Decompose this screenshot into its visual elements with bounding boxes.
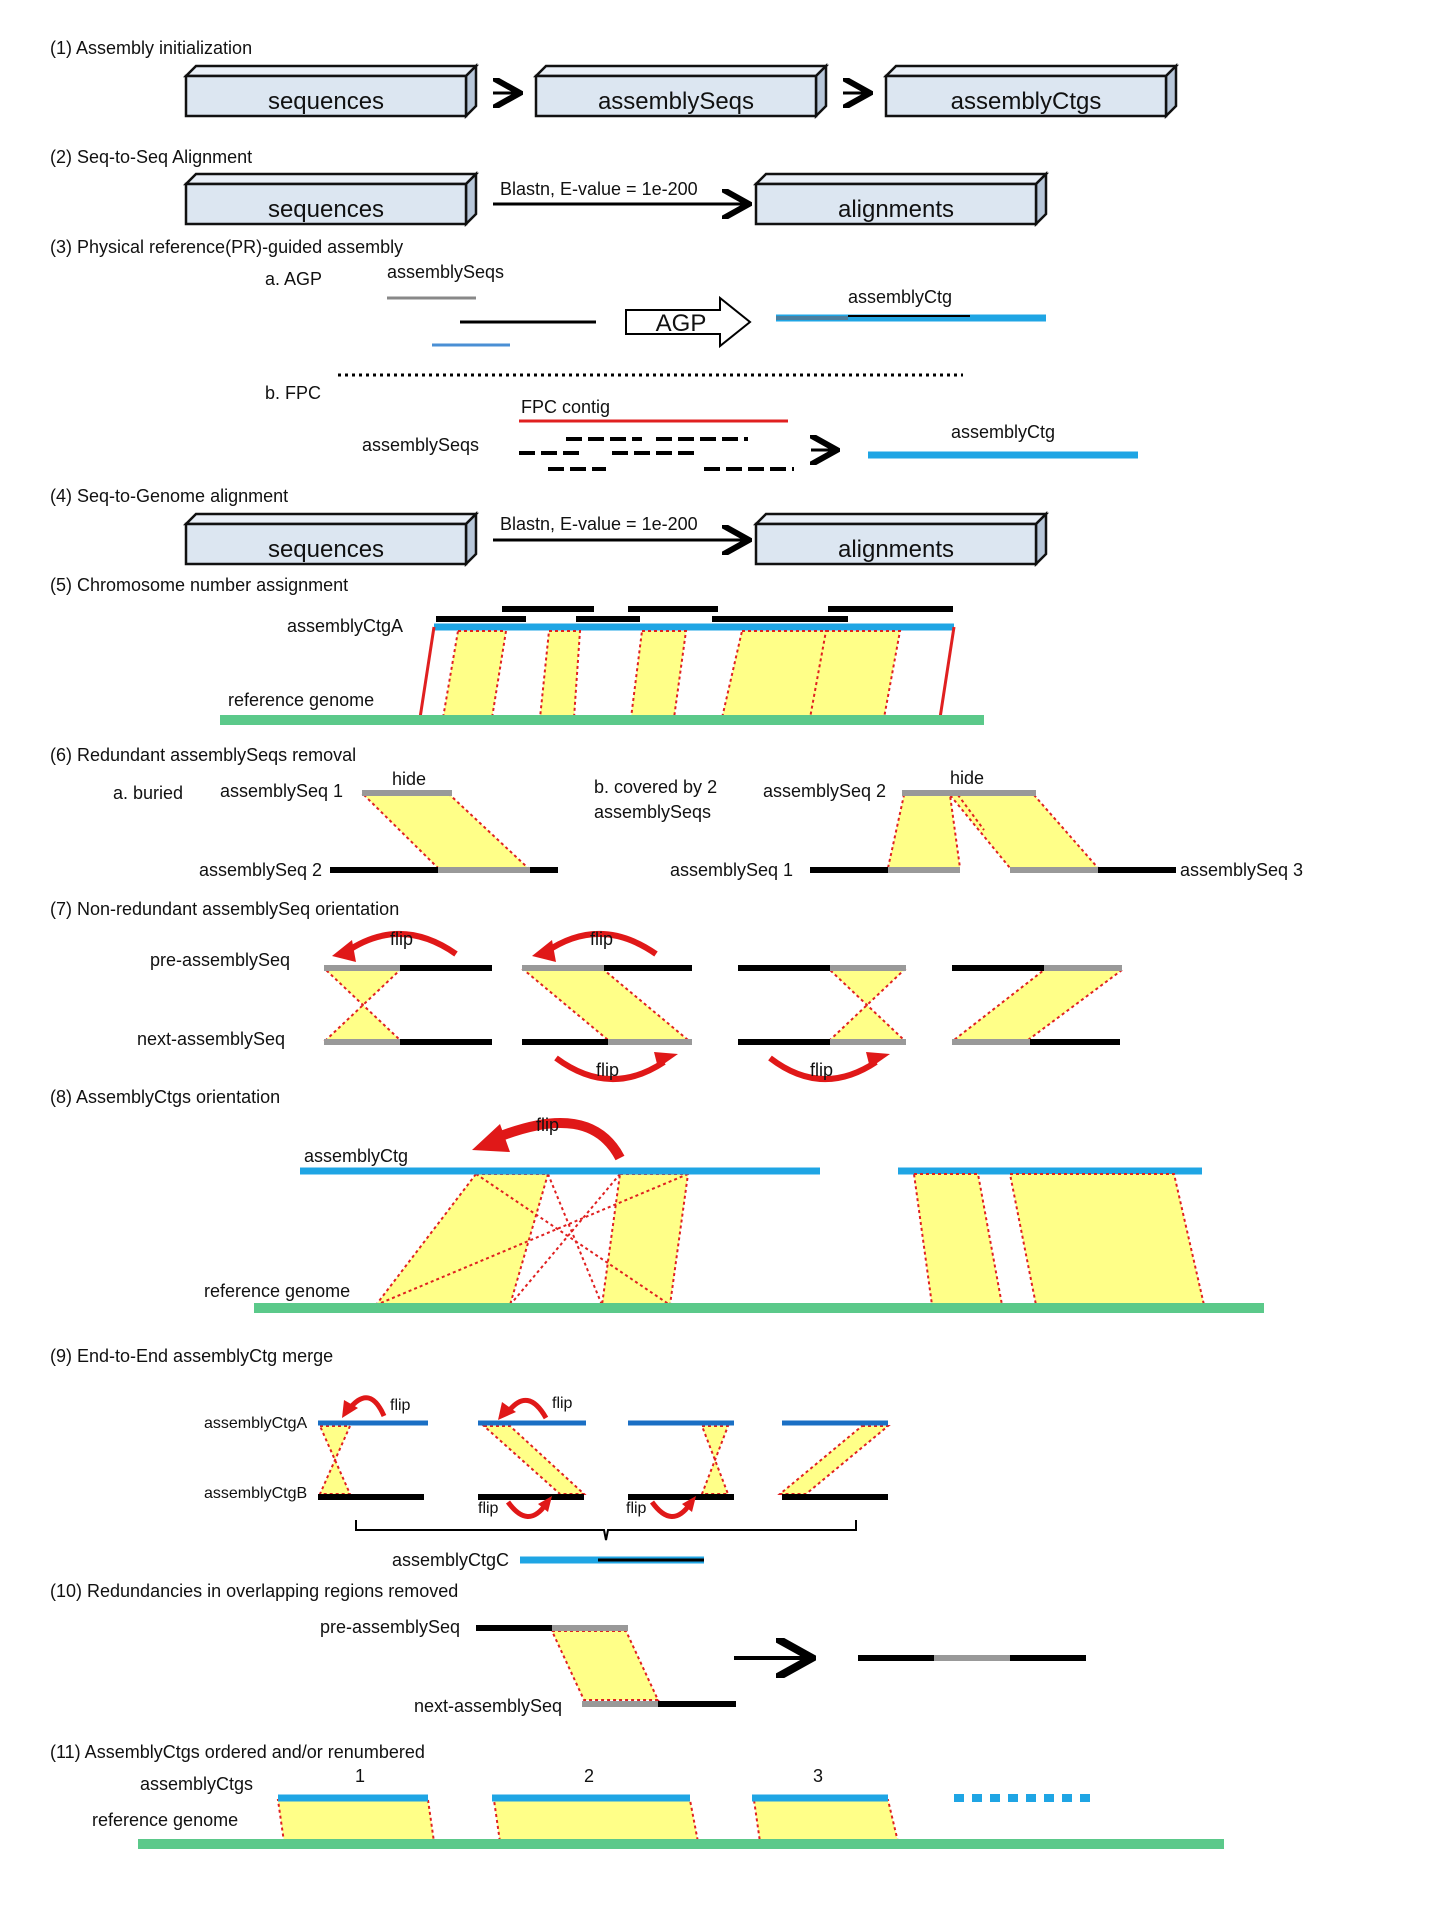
step11-title: (11) AssemblyCtgs ordered and/or renumbe… (50, 1742, 425, 1762)
assemblyseq1-label: assemblySeq 1 (220, 781, 343, 801)
next-assemblyseq-label: next-assemblySeq (137, 1029, 285, 1049)
box-label: sequences (268, 536, 384, 563)
orientation-case-4 (951, 965, 1126, 1045)
alignment-block (492, 1799, 700, 1843)
assemblyctg-label-8: assemblyCtg (304, 1146, 408, 1166)
fpc-sublabel: b. FPC (265, 383, 321, 403)
assemblyctg-label: assemblyCtg (848, 287, 952, 307)
next-assemblyseq-label-10: next-assemblySeq (414, 1696, 562, 1716)
merge-brace (355, 1520, 857, 1541)
assemblyseq1-label-b: assemblySeq 1 (670, 860, 793, 880)
ctg-number-2: 2 (584, 1766, 594, 1786)
agp-sublabel: a. AGP (265, 269, 322, 289)
orientation-case-2: flip flip (521, 929, 692, 1082)
step5-title: (5) Chromosome number assignment (50, 575, 348, 595)
alignment-block (550, 1630, 660, 1701)
alignment-block (373, 1173, 550, 1306)
assemblyseq3-label: assemblySeq 3 (1180, 860, 1303, 880)
assemblyseq-bars (436, 606, 953, 622)
assemblyctgc-label: assemblyCtgC (392, 1550, 509, 1570)
svg-text:flip: flip (810, 1060, 833, 1080)
alignment-block (752, 1799, 900, 1843)
box-label: alignments (838, 196, 954, 223)
svg-text:flip: flip (390, 1397, 411, 1414)
assemblyctga-label-9: assemblyCtgA (204, 1415, 307, 1432)
step2-title: (2) Seq-to-Seq Alignment (50, 147, 252, 167)
agp-arrow: AGP (625, 295, 752, 349)
assemblyseq2-label-b: assemblySeq 2 (763, 781, 886, 801)
assemblyctgb-label-9: assemblyCtgB (204, 1485, 307, 1502)
hide-label: hide (392, 769, 426, 789)
alignment-block (600, 1173, 690, 1306)
blastn-label: Blastn, E-value = 1e-200 (500, 179, 698, 199)
box-label: sequences (268, 196, 384, 223)
buried-label: a. buried (113, 783, 183, 803)
box-assemblyseqs: assemblySeqs (532, 62, 830, 120)
alignment-block (886, 794, 962, 869)
flip-arrow-8: flip (472, 1115, 625, 1161)
boundary-line (418, 626, 436, 719)
svg-text:flip: flip (536, 1115, 559, 1135)
box-label: assemblySeqs (598, 88, 754, 115)
svg-text:flip: flip (390, 929, 413, 949)
assemblyctg-label-b: assemblyCtg (951, 422, 1055, 442)
box-alignments-2: alignments (752, 510, 1050, 568)
ctg-number-3: 3 (813, 1766, 823, 1786)
merge-case-3: flip (626, 1420, 734, 1519)
pre-assemblyseq-label: pre-assemblySeq (150, 950, 290, 970)
alignment-block (912, 1173, 1004, 1306)
alignment-block (947, 794, 1101, 869)
step7-title: (7) Non-redundant assemblySeq orientatio… (50, 899, 399, 919)
alignment-block (361, 794, 531, 869)
step9-title: (9) End-to-End assemblyCtg merge (50, 1346, 333, 1366)
svg-text:flip: flip (626, 1500, 647, 1517)
step10-title: (10) Redundancies in overlapping regions… (50, 1581, 458, 1601)
box-alignments-1: alignments (752, 170, 1050, 228)
box-sequences-4: sequences (182, 510, 480, 568)
svg-text:flip: flip (590, 929, 613, 949)
covered-label-1: b. covered by 2 (594, 777, 717, 797)
svg-text:flip: flip (552, 1395, 573, 1412)
reference-genome-label: reference genome (228, 690, 374, 710)
merge-case-2: flip flip (478, 1395, 587, 1519)
assemblyctgs-label-11: assemblyCtgs (140, 1774, 253, 1794)
alignment-blocks (441, 630, 902, 719)
orientation-case-3: flip (738, 965, 907, 1082)
orientation-case-1: flip (323, 929, 492, 1045)
box-label: assemblyCtgs (951, 88, 1102, 115)
alignment-block (276, 1799, 436, 1843)
step8-title: (8) AssemblyCtgs orientation (50, 1087, 280, 1107)
ctg-number-1: 1 (355, 1766, 365, 1786)
reference-genome-label-11: reference genome (92, 1810, 238, 1830)
box-assemblyctgs: assemblyCtgs (882, 62, 1180, 120)
assemblyseq2-label: assemblySeq 2 (199, 860, 322, 880)
pre-assemblyseq-label-10: pre-assemblySeq (320, 1617, 460, 1637)
box-sequences-2: sequences (182, 170, 480, 228)
covered-label-2: assemblySeqs (594, 802, 711, 822)
fpc-dashed-seqs (519, 437, 794, 471)
fpc-contig-label: FPC contig (521, 397, 610, 417)
assemblyseqs-label: assemblySeqs (387, 262, 504, 282)
step3-title: (3) Physical reference(PR)-guided assemb… (50, 237, 403, 257)
assemblyctga-label: assemblyCtgA (287, 616, 403, 636)
box-label: sequences (268, 88, 384, 115)
alignment-block (1008, 1173, 1206, 1306)
hide-label-b: hide (950, 768, 984, 788)
boundary-line (938, 626, 956, 719)
step6-title: (6) Redundant assemblySeqs removal (50, 745, 356, 765)
box-sequences-1: sequences (182, 62, 480, 120)
svg-text:flip: flip (478, 1500, 499, 1517)
blastn-label: Blastn, E-value = 1e-200 (500, 514, 698, 534)
reference-genome-label-8: reference genome (204, 1281, 350, 1301)
merge-case-4 (777, 1420, 891, 1500)
step4-title: (4) Seq-to-Genome alignment (50, 486, 288, 506)
step1-title: (1) Assembly initialization (50, 38, 252, 58)
svg-text:flip: flip (596, 1060, 619, 1080)
merge-case-1: flip (318, 1395, 428, 1500)
assemblyseqs-label-b: assemblySeqs (362, 435, 479, 455)
svg-text:AGP: AGP (656, 310, 707, 337)
box-label: alignments (838, 536, 954, 563)
